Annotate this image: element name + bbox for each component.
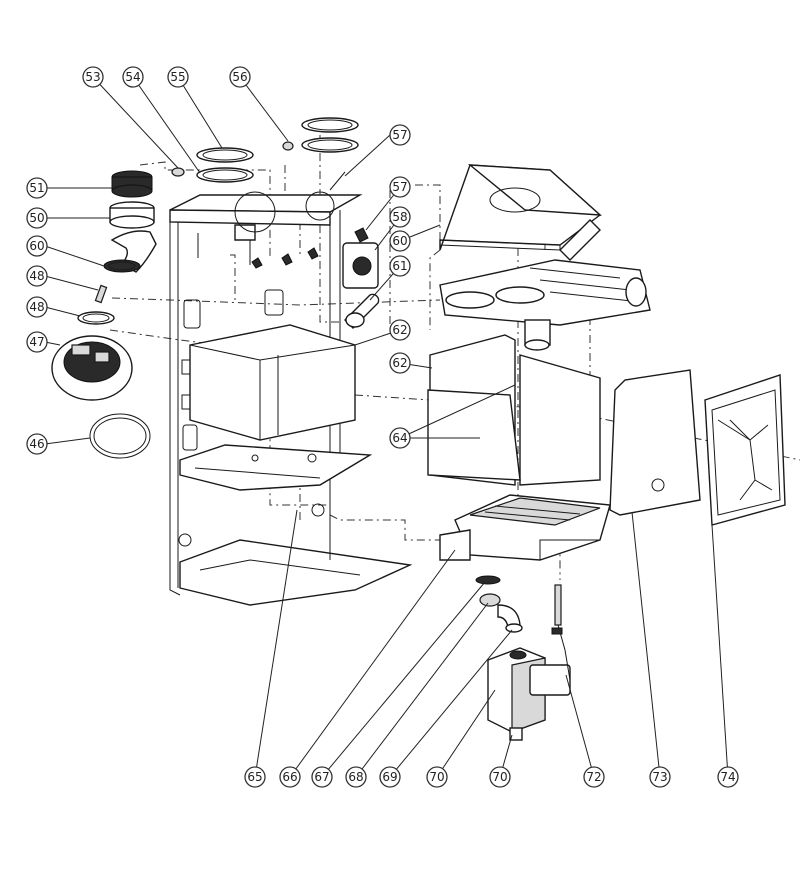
svg-text:57: 57 [392, 180, 407, 194]
svg-text:48: 48 [29, 300, 44, 314]
svg-text:68: 68 [348, 770, 363, 784]
svg-text:73: 73 [652, 770, 667, 784]
callout-48: 48 [26, 265, 48, 287]
callout-70-left: 70 [426, 766, 448, 788]
top-gaskets [171, 117, 359, 183]
svg-text:50: 50 [29, 211, 44, 225]
rear-panel [704, 374, 786, 526]
svg-text:61: 61 [392, 259, 407, 273]
svg-text:72: 72 [586, 770, 601, 784]
callout-64: 64 [389, 427, 411, 449]
gas-valve [487, 647, 571, 741]
ignition-electrode [551, 584, 571, 681]
svg-text:66: 66 [282, 770, 297, 784]
callout-54: 54 [122, 66, 144, 88]
callout-57-top: 57 [389, 124, 411, 146]
svg-text:57: 57 [392, 128, 407, 142]
insulation-panels [427, 334, 601, 486]
callout-58: 58 [389, 206, 411, 228]
callout-68: 68 [345, 766, 367, 788]
svg-text:56: 56 [232, 70, 247, 84]
burner-tubes [439, 259, 651, 351]
svg-text:47: 47 [29, 335, 44, 349]
callout-60-right: 60 [389, 230, 411, 252]
callout-65: 65 [244, 766, 266, 788]
callout-67: 67 [311, 766, 333, 788]
svg-text:55: 55 [170, 70, 185, 84]
callout-53: 53 [82, 66, 104, 88]
callout-57: 57 [389, 176, 411, 198]
callouts: 53 54 55 56 57 51 57 50 58 60 60 48 61 4… [26, 66, 739, 788]
callout-60-left: 60 [26, 235, 48, 257]
svg-text:58: 58 [392, 210, 407, 224]
callout-55: 55 [167, 66, 189, 88]
heat-exchanger [439, 494, 611, 561]
svg-text:70: 70 [429, 770, 444, 784]
fume-hood [439, 164, 602, 261]
svg-text:46: 46 [29, 437, 44, 451]
svg-text:53: 53 [85, 70, 100, 84]
callout-56: 56 [229, 66, 251, 88]
svg-text:74: 74 [720, 770, 735, 784]
fan-assembly [51, 311, 151, 459]
callout-66: 66 [279, 766, 301, 788]
callout-51: 51 [26, 177, 48, 199]
svg-text:54: 54 [125, 70, 140, 84]
svg-text:65: 65 [247, 770, 262, 784]
callout-47: 47 [26, 331, 48, 353]
pipe-fittings [475, 575, 523, 633]
svg-text:70: 70 [492, 770, 507, 784]
svg-text:67: 67 [314, 770, 329, 784]
callout-48-gasket: 48 [26, 296, 48, 318]
svg-text:64: 64 [392, 431, 407, 445]
svg-text:51: 51 [29, 181, 44, 195]
svg-text:48: 48 [29, 269, 44, 283]
svg-text:69: 69 [382, 770, 397, 784]
callout-72: 72 [583, 766, 605, 788]
callout-69: 69 [379, 766, 401, 788]
boiler-chassis [169, 171, 413, 606]
callout-61: 61 [389, 255, 411, 277]
svg-text:60: 60 [392, 234, 407, 248]
callout-50: 50 [26, 207, 48, 229]
flue-parts [94, 170, 157, 304]
combustion-chamber [181, 324, 356, 441]
callout-62-lower: 62 [389, 352, 411, 374]
svg-text:62: 62 [392, 323, 407, 337]
pressure-switch [342, 227, 380, 329]
svg-text:62: 62 [392, 356, 407, 370]
callout-70: 70 [489, 766, 511, 788]
callout-73: 73 [649, 766, 671, 788]
svg-text:60: 60 [29, 239, 44, 253]
side-panel [609, 369, 701, 516]
callout-46: 46 [26, 433, 48, 455]
callout-74: 74 [717, 766, 739, 788]
callout-62-upper: 62 [389, 319, 411, 341]
